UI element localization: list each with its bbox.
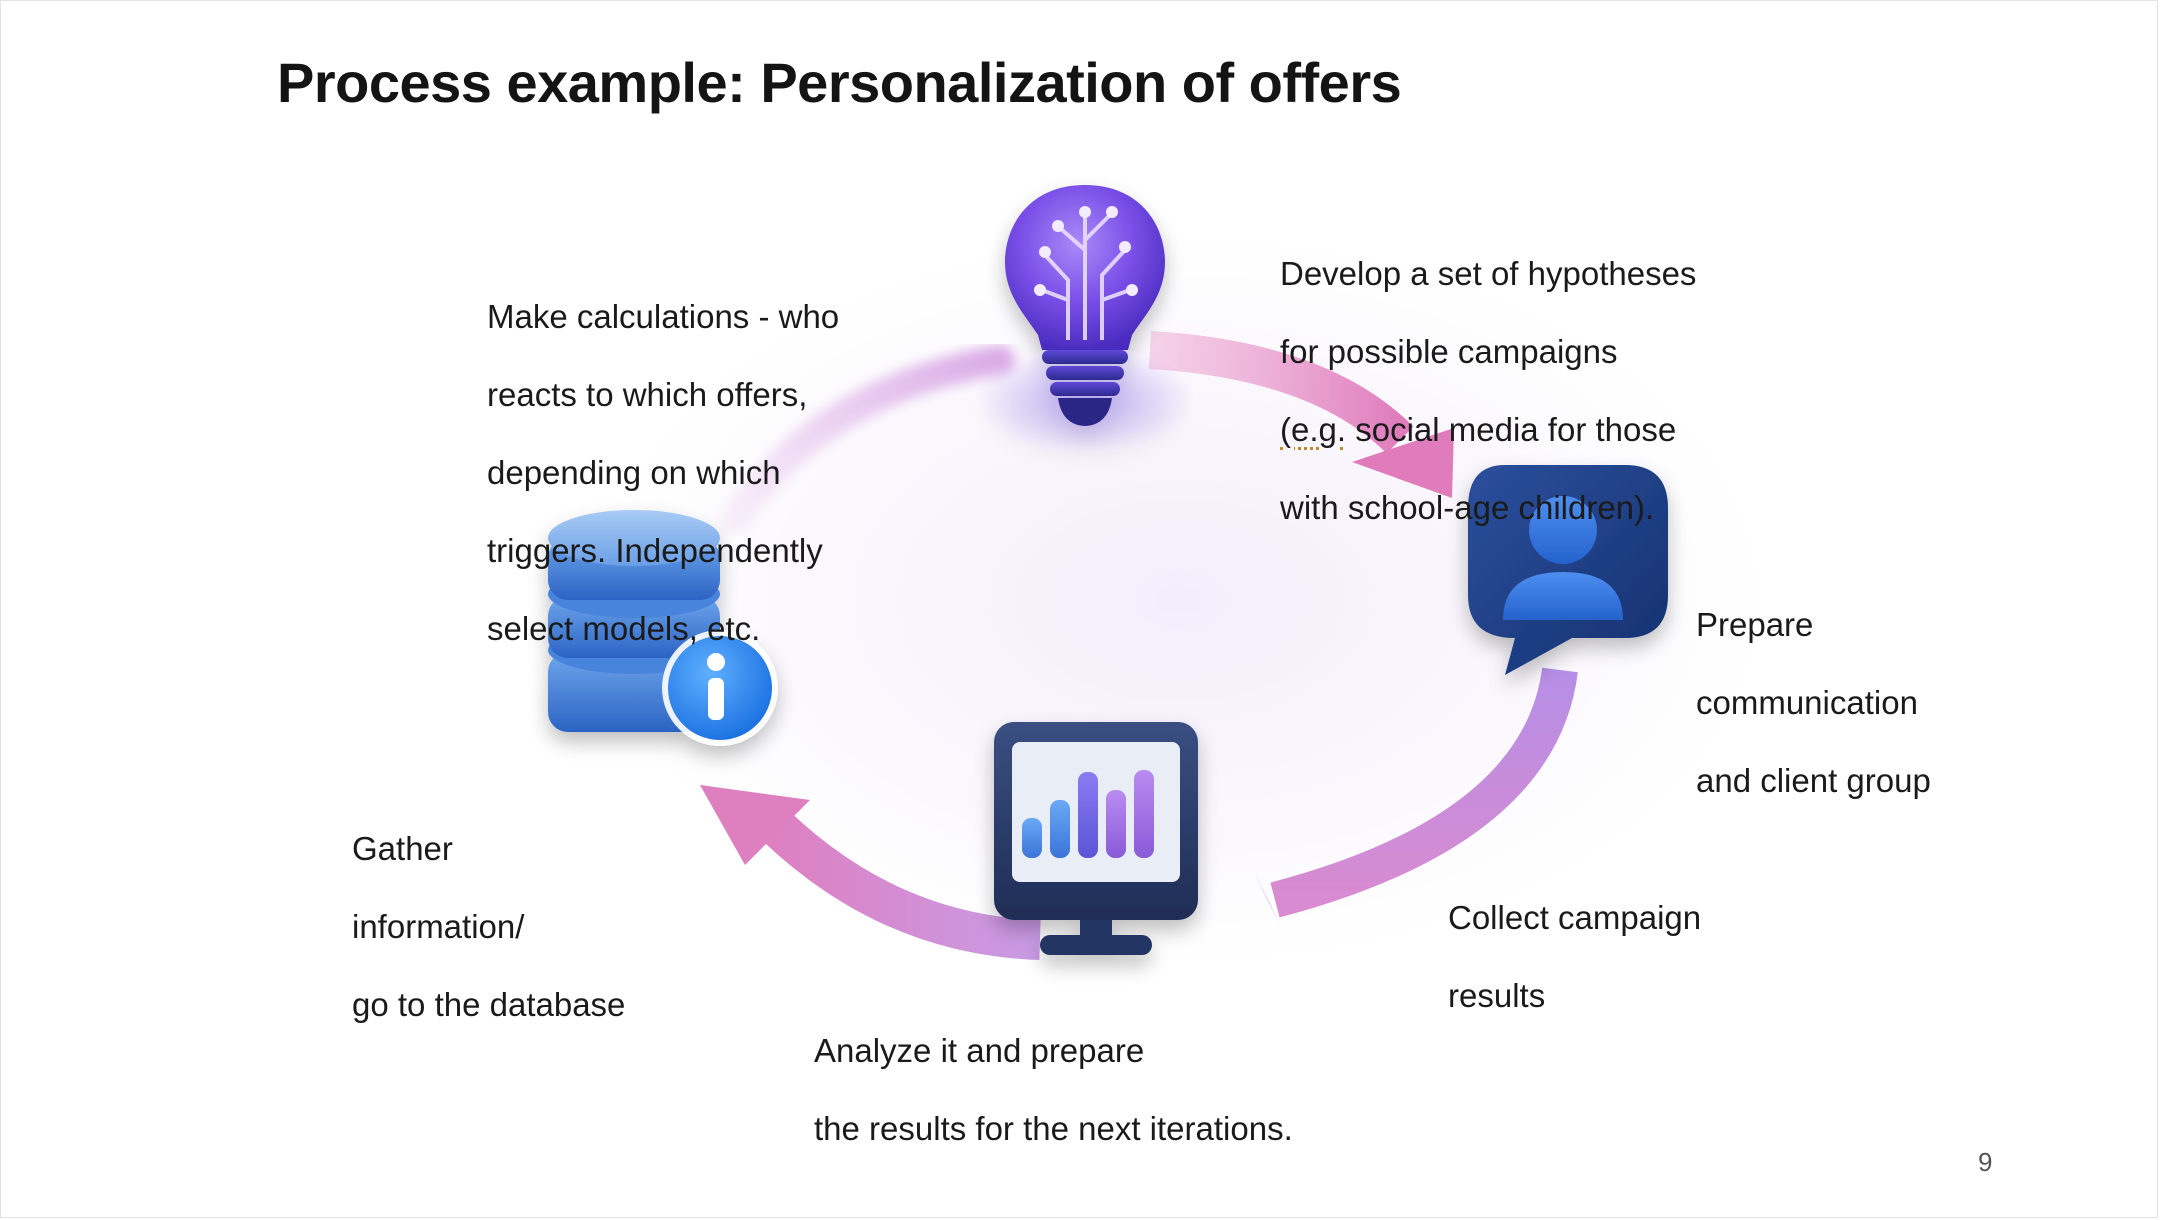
label-line: select models, etc.: [487, 610, 761, 647]
label-line: and client group: [1696, 762, 1931, 799]
label-line: Prepare: [1696, 606, 1814, 643]
lightbulb-icon: [975, 185, 1195, 455]
label-line: Make calculations - who: [487, 298, 840, 335]
label-line: depending on which: [487, 454, 781, 491]
arrow-arc-top-left: [720, 345, 1015, 535]
page-number: 9: [1978, 1147, 1993, 1177]
label-line: the results for the next iterations.: [814, 1110, 1293, 1147]
label-line: results: [1448, 977, 1546, 1014]
label-line: information/: [352, 908, 525, 945]
slide-title: Process example: Personalization of offe…: [277, 51, 1402, 114]
label-line: reacts to which offers,: [487, 376, 808, 413]
label-line: triggers. Independently: [487, 532, 823, 569]
label-gather-information: Gather information/ go to the database: [352, 790, 625, 1063]
arrow-arc-right: [1255, 667, 1578, 925]
label-analyze-results: Analyze it and prepare the results for t…: [814, 992, 1293, 1187]
label-make-calculations: Make calculations - who reacts to which …: [487, 258, 839, 687]
user-chat-bubble-icon: [1468, 465, 1668, 675]
database-info-icon: [548, 510, 778, 746]
label-line-rest: social media for those: [1355, 411, 1677, 448]
label-line: Develop a set of hypotheses: [1280, 255, 1697, 292]
arrow-arc-bottom: [700, 785, 1041, 960]
abbreviation-eg: (e.g.: [1280, 411, 1347, 448]
label-line: (e.g. social media for those: [1280, 410, 1696, 449]
label-line: Collect campaign: [1448, 899, 1702, 936]
label-prepare-communication: Prepare communication and client group: [1696, 566, 1931, 839]
label-line: Gather: [352, 830, 453, 867]
label-collect-results: Collect campaign results: [1448, 859, 1701, 1054]
label-line: communication: [1696, 684, 1918, 721]
label-line: Analyze it and prepare: [814, 1032, 1145, 1069]
label-develop-hypotheses: Develop a set of hypotheses for possible…: [1280, 215, 1696, 566]
label-line: with school-age children).: [1280, 489, 1655, 526]
label-line: for possible campaigns: [1280, 333, 1618, 370]
label-line: go to the database: [352, 986, 626, 1023]
monitor-chart-icon: [994, 722, 1198, 955]
arrow-arc-top-right: [1148, 331, 1454, 498]
